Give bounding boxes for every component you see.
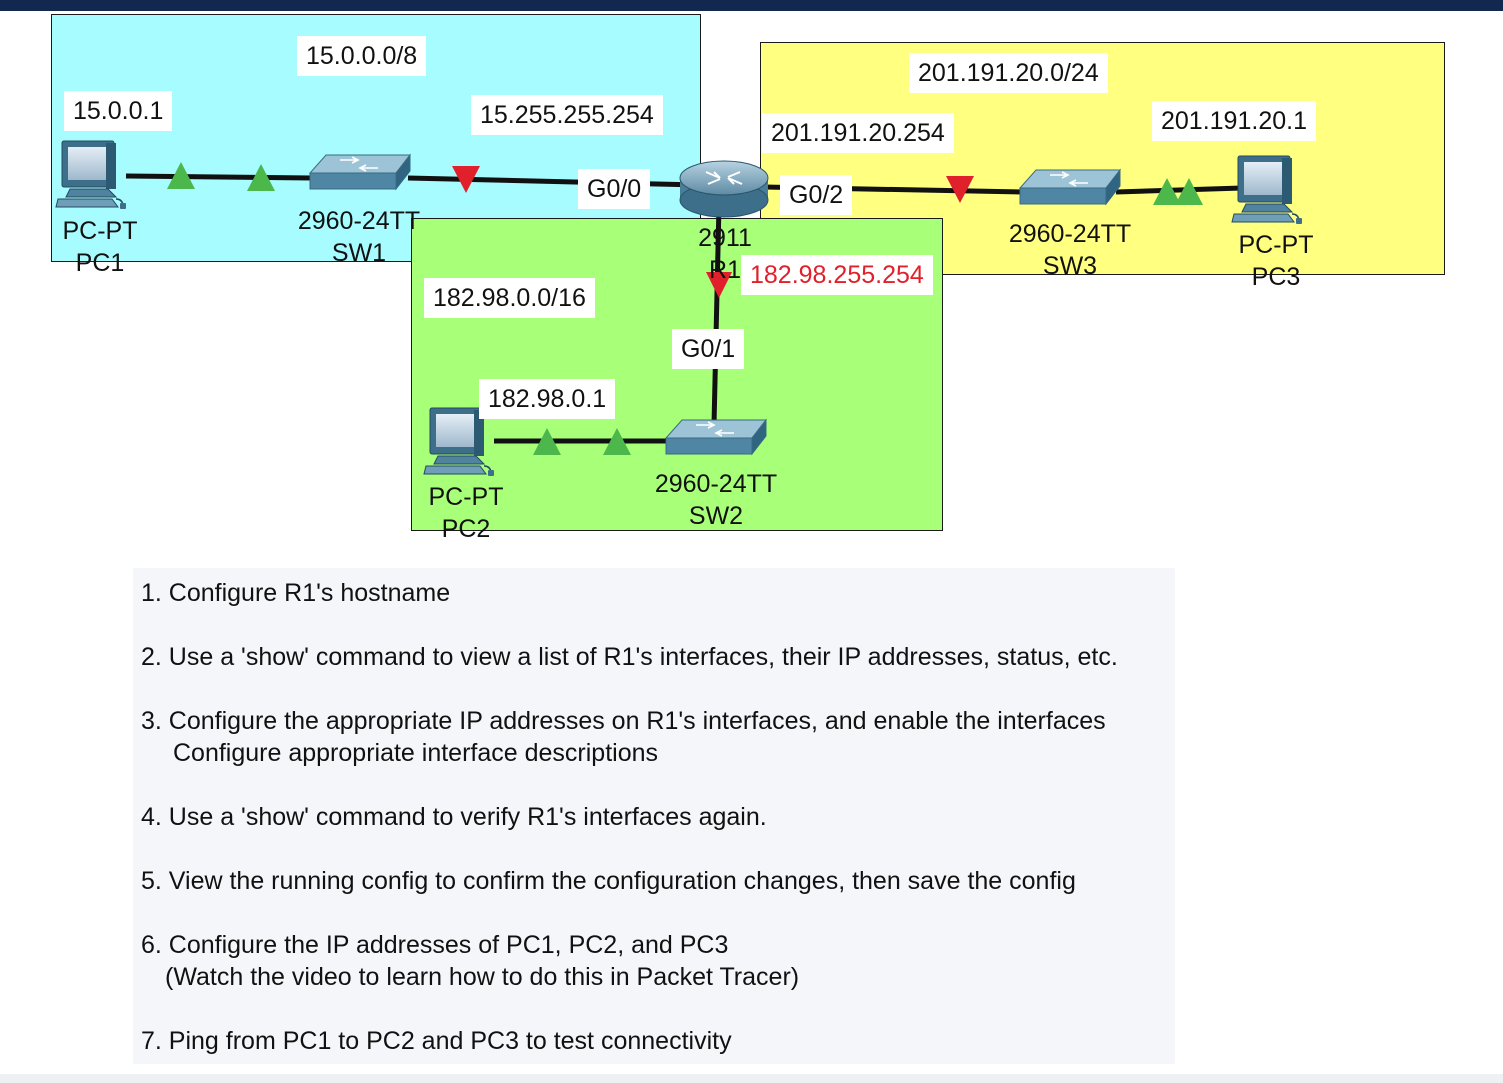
task-item: 3. Configure the appropriate IP addresse… <box>141 707 1106 735</box>
network-label-lan2: 182.98.0.0/16 <box>424 278 595 318</box>
desktop-pc-icon[interactable] <box>1231 155 1303 225</box>
cable-sw1-r1 <box>407 175 701 188</box>
device-caption-pc1: PC-PT PC1 <box>40 215 160 279</box>
device-caption-sw2: 2960-24TT SW2 <box>648 468 784 532</box>
device-caption-pc2: PC-PT PC2 <box>406 481 526 545</box>
cable-sw3-pc3 <box>1115 185 1243 195</box>
port-down-indicator <box>706 272 732 298</box>
task-item: 6. Configure the IP addresses of PC1, PC… <box>141 931 729 959</box>
device-name: SW1 <box>331 239 387 267</box>
interface-label-g0-0: G0/0 <box>578 169 651 209</box>
task-item: 1. Configure R1's hostname <box>141 579 451 607</box>
device-name: SW2 <box>688 502 744 530</box>
ip-label-r1-g0-0: 15.255.255.254 <box>471 95 663 135</box>
task-item: 5. View the running config to confirm th… <box>141 867 1076 895</box>
device-caption-sw3: 2960-24TT SW3 <box>1002 218 1138 282</box>
ip-label-r1-g0-2: 201.191.20.254 <box>762 113 954 153</box>
switch-icon[interactable] <box>309 154 411 190</box>
task-item-continuation: Configure appropriate interface descript… <box>173 739 658 767</box>
router-icon[interactable] <box>679 160 769 218</box>
device-model: 2960-24TT <box>1008 220 1132 248</box>
network-label-lan3: 201.191.20.0/24 <box>909 53 1108 93</box>
device-name: PC2 <box>441 515 491 543</box>
desktop-pc-icon[interactable] <box>55 140 127 210</box>
interface-label-g0-1: G0/1 <box>672 329 745 369</box>
device-model: 2911 <box>698 224 752 252</box>
device-name: PC3 <box>1251 263 1301 291</box>
device-model: PC-PT <box>1238 231 1314 259</box>
task-item: 7. Ping from PC1 to PC2 and PC3 to test … <box>141 1027 732 1055</box>
port-up-indicator <box>603 428 631 455</box>
cable-r1-sw2 <box>711 204 722 426</box>
port-up-indicator <box>167 162 195 189</box>
task-item: 2. Use a 'show' command to view a list o… <box>141 643 1118 671</box>
header-bar <box>0 0 1503 11</box>
switch-icon[interactable] <box>1019 169 1121 205</box>
cable-pc1-sw1 <box>125 173 313 181</box>
device-name: SW3 <box>1042 252 1098 280</box>
device-caption-sw1: 2960-24TT SW1 <box>291 205 427 269</box>
ip-label-pc3: 201.191.20.1 <box>1152 101 1316 141</box>
port-down-indicator <box>452 166 480 193</box>
ip-label-pc2: 182.98.0.1 <box>479 379 616 419</box>
device-model: PC-PT <box>62 217 138 245</box>
port-up-indicator <box>1175 178 1203 205</box>
ip-label-r1-g0-1: 182.98.255.254 <box>741 255 933 295</box>
device-name: R1 <box>709 256 741 284</box>
device-caption-r1: 2911 R1 <box>690 222 760 286</box>
device-model: PC-PT <box>428 483 504 511</box>
switch-icon[interactable] <box>665 419 767 455</box>
task-list: 1. Configure R1's hostname 2. Use a 'sho… <box>133 568 1175 1064</box>
port-up-indicator <box>247 164 275 191</box>
device-name: PC1 <box>75 249 125 277</box>
device-model: 2960-24TT <box>654 470 778 498</box>
port-up-indicator <box>533 428 561 455</box>
interface-label-g0-2: G0/2 <box>780 175 853 215</box>
device-model: 2960-24TT <box>297 207 421 235</box>
port-down-indicator <box>946 176 974 203</box>
task-item-continuation: (Watch the video to learn how to do this… <box>165 963 800 991</box>
network-label-lan1: 15.0.0.0/8 <box>297 36 427 76</box>
task-item: 4. Use a 'show' command to verify R1's i… <box>141 803 767 831</box>
footer-strip <box>0 1074 1503 1083</box>
device-caption-pc3: PC-PT PC3 <box>1216 229 1336 293</box>
port-up-indicator <box>1153 178 1181 205</box>
ip-label-pc1: 15.0.0.1 <box>64 91 173 131</box>
